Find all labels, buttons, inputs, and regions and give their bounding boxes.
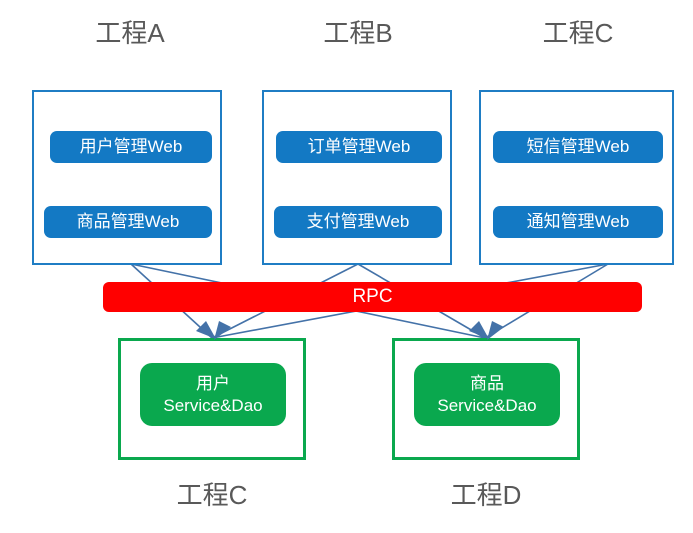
web-project-a[interactable] [32, 90, 222, 265]
module-product-service[interactable]: 商品 Service&Dao [414, 363, 560, 426]
module-user-service-line2: Service&Dao [163, 395, 263, 415]
project-title-a: 工程A [95, 18, 165, 48]
module-payment-web[interactable]: 支付管理Web [274, 206, 442, 238]
module-product-web[interactable]: 商品管理Web [44, 206, 212, 238]
arrowhead [196, 321, 216, 339]
project-title-b: 工程B [323, 18, 393, 48]
module-sms-web[interactable]: 短信管理Web [493, 131, 663, 163]
arrowhead [469, 321, 489, 339]
web-project-c[interactable] [479, 90, 674, 265]
module-user-service-line1: 用户 [196, 373, 230, 393]
service-project-title-d: 工程D [450, 480, 522, 510]
project-title-c: 工程C [542, 18, 614, 48]
module-user-service[interactable]: 用户 Service&Dao [140, 363, 286, 426]
module-order-web[interactable]: 订单管理Web [276, 131, 442, 163]
module-notify-web[interactable]: 通知管理Web [493, 206, 663, 238]
module-product-service-line1: 商品 [470, 373, 504, 393]
web-project-b[interactable] [262, 90, 452, 265]
service-project-title-c: 工程C [176, 480, 248, 510]
module-user-web[interactable]: 用户管理Web [50, 131, 212, 163]
rpc-bus[interactable]: RPC [103, 282, 642, 312]
module-product-service-line2: Service&Dao [437, 395, 537, 415]
